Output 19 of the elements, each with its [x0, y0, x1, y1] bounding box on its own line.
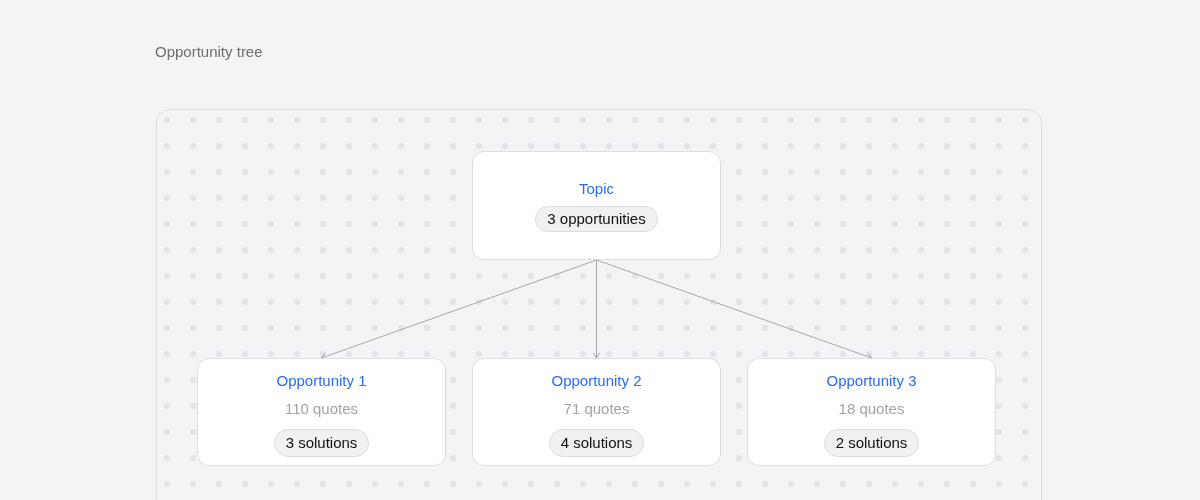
opportunity-card	[197, 358, 446, 466]
node-title: Topic	[579, 179, 614, 199]
count-badge: 2 solutions	[823, 429, 920, 457]
quote-count: 110 quotes	[284, 399, 359, 419]
node-title: Opportunity 3	[826, 371, 917, 391]
count-badge: 4 solutions	[548, 429, 645, 457]
opportunity-card	[747, 358, 996, 466]
quote-count: 71 quotes	[563, 399, 630, 419]
topic-card	[472, 151, 721, 260]
opportunity-card	[472, 358, 721, 466]
count-badge: 3 opportunities	[535, 206, 658, 232]
node-title: Opportunity 2	[551, 371, 642, 391]
quote-count: 18 quotes	[838, 399, 905, 419]
count-badge: 3 solutions	[273, 429, 370, 457]
page-title: Opportunity tree	[155, 42, 263, 62]
arrow	[321, 259, 597, 360]
node-title: Opportunity 1	[276, 371, 367, 391]
arrow	[596, 259, 872, 360]
arrow	[592, 259, 601, 359]
